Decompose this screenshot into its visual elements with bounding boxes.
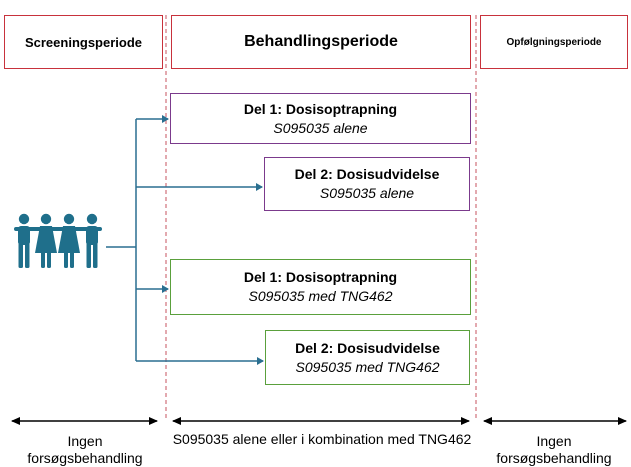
arm-part1-monotherapy: Del 1: Dosisoptrapning S095035 alene: [170, 93, 471, 144]
arm-subtitle: S095035 med TNG462: [295, 358, 440, 375]
arm-title: Del 2: Dosisudvidelse: [295, 339, 440, 356]
period-screening: Screeningsperiode: [4, 15, 163, 69]
branch-connectors: [106, 115, 264, 365]
arm-subtitle: S095035 alene: [273, 119, 368, 136]
arm-part2-combination: Del 2: Dosisudvidelse S095035 med TNG462: [265, 330, 470, 385]
treatment-period-note: S095035 alene eller i kombination med TN…: [172, 431, 472, 447]
arm-subtitle: S095035 alene: [319, 185, 415, 201]
period-treatment: Behandlingsperiode: [171, 15, 471, 69]
period-treatment-label: Behandlingsperiode: [244, 33, 398, 50]
arm-part1-combination: Del 1: Dosisoptrapning S095035 med TNG46…: [170, 259, 471, 315]
period-followup-label: Opfølgningsperiode: [506, 36, 602, 48]
followup-treatment-note: Ingen forsøgsbehandling: [496, 433, 612, 466]
period-screening-label: Screeningsperiode: [24, 34, 143, 50]
arm-part2-monotherapy: Del 2: Dosisudvidelse S095035 alene: [264, 157, 470, 211]
screening-treatment-note: Ingen forsøgsbehandling: [27, 433, 143, 466]
arm-title: Del 2: Dosisudvidelse: [294, 166, 440, 182]
arm-title: Del 1: Dosisoptrapning: [243, 269, 398, 285]
arm-title: Del 1: Dosisoptrapning: [243, 100, 398, 117]
arm-subtitle: S095035 med TNG462: [248, 288, 393, 304]
people-group-icon: [14, 213, 102, 268]
period-followup: Opfølgningsperiode: [480, 15, 628, 69]
